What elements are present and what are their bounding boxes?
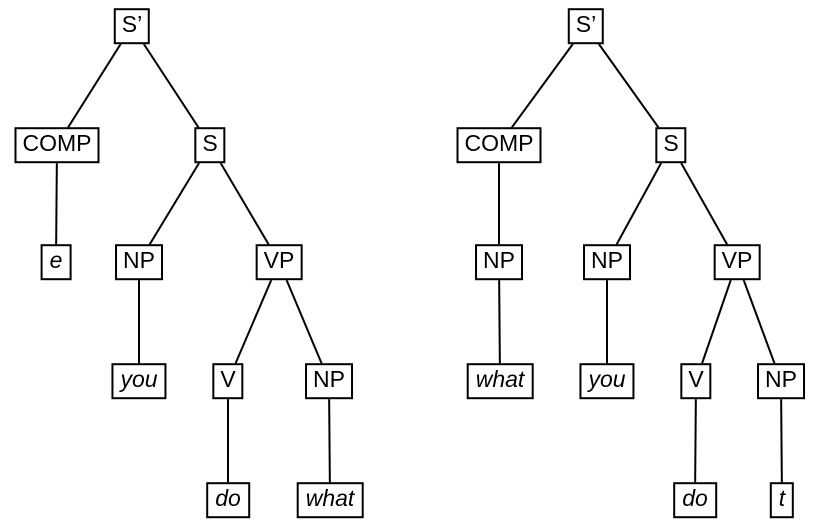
edge-left-s-np1 <box>138 144 211 263</box>
tree-node-right-np2: NP <box>583 244 631 280</box>
tree-node-left-s: S <box>194 127 226 163</box>
edge-right-np1-what <box>498 261 501 382</box>
tree-node-left-vp: VP <box>255 244 303 280</box>
edge-right-s-vp <box>670 144 738 263</box>
tree-node-left-v: V <box>212 363 244 399</box>
edge-left-vp-v <box>227 261 280 382</box>
edge-right-s-np2 <box>606 144 672 263</box>
edge-right-sbar-s <box>585 25 672 146</box>
tree-node-left-sbar: S’ <box>113 8 151 44</box>
edge-right-v-do <box>694 380 697 501</box>
tree-node-left-you: you <box>111 363 167 399</box>
tree-node-left-do: do <box>206 482 250 518</box>
edge-right-vp-np3 <box>736 261 782 382</box>
tree-node-right-comp: COMP <box>456 127 542 163</box>
tree-node-right-you: you <box>579 363 635 399</box>
edge-left-sbar-comp <box>56 25 133 146</box>
tree-node-right-vp: VP <box>713 244 761 280</box>
tree-node-right-t: t <box>769 482 795 518</box>
tree-node-right-sbar: S’ <box>567 8 605 44</box>
edge-right-np3-t <box>780 380 783 501</box>
tree-node-right-s: S <box>655 127 687 163</box>
tree-node-left-np2: NP <box>305 363 353 399</box>
left-tree-edges <box>55 25 331 501</box>
edge-left-np2-what <box>328 380 331 501</box>
edge-left-vp-np2 <box>278 261 330 382</box>
edge-left-s-vp <box>209 144 280 263</box>
tree-node-left-comp: COMP <box>14 127 100 163</box>
tree-node-right-np3: NP <box>757 363 805 399</box>
tree-node-left-what: what <box>296 482 364 518</box>
tree-node-left-e: e <box>40 244 72 280</box>
edge-right-vp-v <box>695 261 738 382</box>
edge-left-comp-e <box>55 144 58 263</box>
tree-node-right-np1: NP <box>475 244 523 280</box>
tree-node-right-what: what <box>466 363 534 399</box>
tree-node-left-np1: NP <box>115 244 163 280</box>
edge-left-sbar-s <box>131 25 211 146</box>
tree-node-right-do: do <box>673 482 717 518</box>
right-tree-edges <box>498 25 783 501</box>
edge-right-sbar-comp <box>498 25 587 146</box>
tree-node-right-v: V <box>680 363 712 399</box>
